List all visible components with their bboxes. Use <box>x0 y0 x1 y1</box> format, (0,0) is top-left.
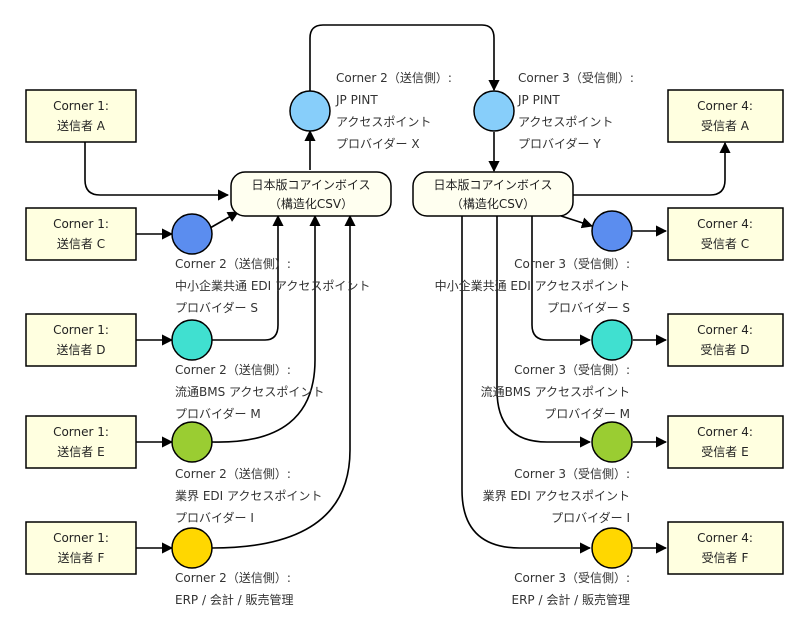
label-left-s-line2: 中小企業共通 EDI アクセスポイント <box>175 278 370 293</box>
label-left-s: Corner 2（送信側）: 中小企業共通 EDI アクセスポイント プロバイダ… <box>175 256 370 315</box>
ap-x-circle <box>289 90 331 132</box>
label-right-m-line3: プロバイダー M <box>544 406 630 421</box>
edge-ap-e-to-hub <box>211 214 321 443</box>
receiver-e-line2: 受信者 E <box>701 445 748 459</box>
label-left-erp-line2: ERP / 会計 / 販売管理 <box>175 592 294 607</box>
ap-receiver-e-circle <box>591 421 633 463</box>
label-left-erp-line1: Corner 2（送信側）: <box>175 570 291 585</box>
label-left-i: Corner 2（送信側）: 業界 EDI アクセスポイント プロバイダー I <box>175 466 322 525</box>
edge-hub-to-ap-e <box>496 214 592 448</box>
ap-y-circle <box>473 90 515 132</box>
receiver-e-line1: Corner 4: <box>697 425 753 439</box>
left-hub: 日本版コアインボイス （構造化CSV） <box>230 171 392 217</box>
label-left-erp: Corner 2（送信側）: ERP / 会計 / 販売管理 <box>175 570 294 607</box>
sender-e-box: Corner 1: 送信者 E <box>25 415 137 469</box>
sender-c-box: Corner 1: 送信者 C <box>25 207 137 261</box>
label-right-m-line2: 流通BMS アクセスポイント <box>481 385 630 399</box>
left-hub-line1: 日本版コアインボイス <box>251 178 370 192</box>
sender-e-line1: Corner 1: <box>53 425 109 439</box>
label-right-erp-line1: Corner 3（受信側）: <box>514 571 630 585</box>
ap-sender-f-circle <box>171 527 213 569</box>
edge-hub-to-receiver-a <box>573 141 731 196</box>
ap-receiver-d-circle <box>591 319 633 361</box>
receiver-e-box: Corner 4: 受信者 E <box>667 415 784 469</box>
receiver-c-box: Corner 4: 受信者 C <box>667 207 784 261</box>
label-left-m-line3: プロバイダー M <box>175 406 261 421</box>
right-hub-line2: （構造化CSV） <box>451 197 535 211</box>
ap-receiver-c-circle <box>591 210 633 252</box>
receiver-f-box: Corner 4: 受信者 F <box>667 521 784 575</box>
receiver-d-line2: 受信者 D <box>700 343 749 357</box>
edge-ap-x-to-ap-y <box>309 24 500 92</box>
label-right-i-line3: プロバイダー I <box>551 510 630 525</box>
label-right-i-line2: 業界 EDI アクセスポイント <box>483 489 630 503</box>
edges <box>84 24 731 554</box>
receiver-a-box: Corner 4: 受信者 A <box>667 89 784 143</box>
label-right-s-line1: Corner 3（受信側）: <box>514 257 630 271</box>
right-hub-line1: 日本版コアインボイス <box>433 178 552 192</box>
edge-ap-f-to-hub <box>211 214 356 549</box>
label-ap-x-line2: JP PINT <box>335 93 378 107</box>
label-ap-y-line1: Corner 3（受信側）: <box>518 71 634 85</box>
sender-c-line1: Corner 1: <box>53 217 109 231</box>
sender-e-line2: 送信者 E <box>57 444 104 459</box>
edge-hub-to-ap-f <box>461 214 592 554</box>
edge-ap-c-to-hub <box>209 211 239 229</box>
sender-a-line2: 送信者 A <box>57 118 106 133</box>
left-hub-line2: （構造化CSV） <box>269 197 353 211</box>
label-ap-x-line3: アクセスポイント <box>336 115 431 129</box>
label-left-m-line2: 流通BMS アクセスポイント <box>175 385 324 399</box>
ap-sender-c-circle <box>171 213 213 255</box>
sender-c-line2: 送信者 C <box>57 236 105 251</box>
right-hub: 日本版コアインボイス （構造化CSV） <box>412 171 574 217</box>
edge-ap-d-to-hub <box>212 214 284 341</box>
label-ap-y-line4: プロバイダー Y <box>518 136 601 151</box>
label-ap-y-line2: JP PINT <box>517 93 560 107</box>
label-right-s: Corner 3（受信側）: 中小企業共通 EDI アクセスポイント プロバイダ… <box>435 257 630 315</box>
sender-d-line1: Corner 1: <box>53 323 109 337</box>
receiver-a-line2: 受信者 A <box>701 119 750 133</box>
sender-f-box: Corner 1: 送信者 F <box>25 521 137 575</box>
label-right-i: Corner 3（受信側）: 業界 EDI アクセスポイント プロバイダー I <box>483 467 630 525</box>
label-right-m-line1: Corner 3（受信側）: <box>514 363 630 377</box>
label-right-s-line2: 中小企業共通 EDI アクセスポイント <box>435 278 630 293</box>
label-left-s-line1: Corner 2（送信側）: <box>175 256 291 271</box>
edge-sender-a-to-hub <box>84 142 230 201</box>
label-right-erp-line2: ERP / 会計 / 販売管理 <box>511 592 630 607</box>
label-right-s-line3: プロバイダー S <box>547 300 630 315</box>
label-left-i-line3: プロバイダー I <box>175 510 254 525</box>
receiver-c-line1: Corner 4: <box>697 217 753 231</box>
label-right-erp: Corner 3（受信側）: ERP / 会計 / 販売管理 <box>511 571 630 607</box>
ap-sender-e-circle <box>171 421 213 463</box>
sender-a-box: Corner 1: 送信者 A <box>25 89 137 143</box>
label-right-m: Corner 3（受信側）: 流通BMS アクセスポイント プロバイダー M <box>481 363 630 421</box>
sender-f-line2: 送信者 F <box>58 550 105 565</box>
sender-d-line2: 送信者 D <box>56 342 105 357</box>
label-left-m: Corner 2（送信側）: 流通BMS アクセスポイント プロバイダー M <box>175 362 324 421</box>
receiver-d-line1: Corner 4: <box>697 323 753 337</box>
receiver-f-line2: 受信者 F <box>702 551 749 565</box>
label-ap-x-line1: Corner 2（送信側）: <box>336 70 452 85</box>
label-left-s-line3: プロバイダー S <box>175 300 258 315</box>
receiver-f-line1: Corner 4: <box>697 531 753 545</box>
label-left-i-line2: 業界 EDI アクセスポイント <box>175 489 322 503</box>
label-left-m-line1: Corner 2（送信側）: <box>175 362 291 377</box>
receiver-c-line2: 受信者 C <box>701 237 749 251</box>
ap-sender-d-circle <box>171 319 213 361</box>
ap-receiver-f-circle <box>591 527 633 569</box>
label-left-i-line1: Corner 2（送信側）: <box>175 466 291 481</box>
sender-d-box: Corner 1: 送信者 D <box>25 313 137 367</box>
sender-a-line1: Corner 1: <box>53 99 109 113</box>
receiver-a-line1: Corner 4: <box>697 99 753 113</box>
label-right-i-line1: Corner 3（受信側）: <box>514 467 630 481</box>
receiver-d-box: Corner 4: 受信者 D <box>667 313 784 367</box>
edge-hub-to-ap-d <box>531 214 592 346</box>
label-ap-y-line3: アクセスポイント <box>518 115 613 129</box>
label-ap-x: Corner 2（送信側）: JP PINT アクセスポイント プロバイダー X <box>335 70 452 151</box>
label-ap-x-line4: プロバイダー X <box>336 136 420 151</box>
sender-f-line1: Corner 1: <box>53 531 109 545</box>
label-ap-y: Corner 3（受信側）: JP PINT アクセスポイント プロバイダー Y <box>517 71 634 151</box>
